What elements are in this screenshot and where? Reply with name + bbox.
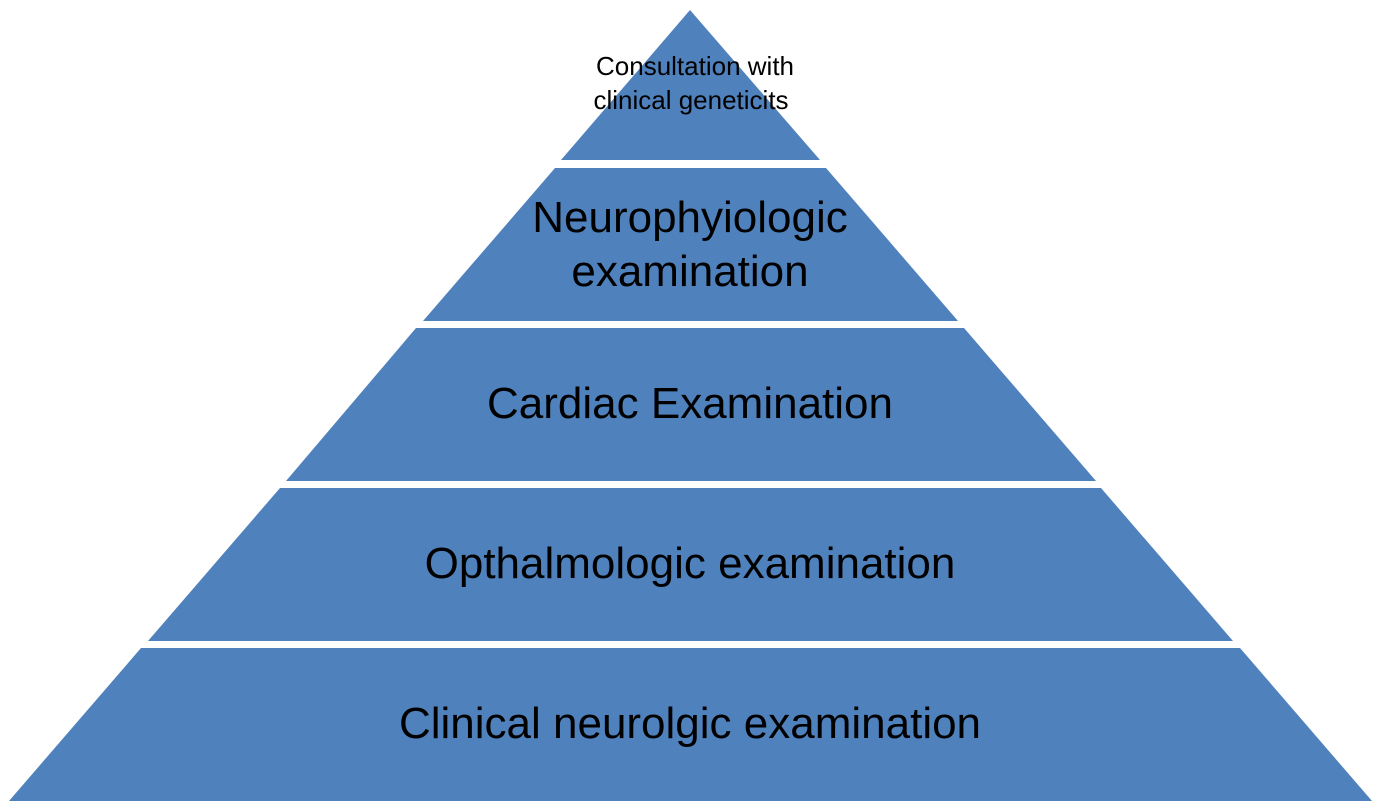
tier-2-shape [423,168,958,321]
tier-4-label-line-1: Opthalmologic examination [425,539,956,588]
tier-2-label-line-2: examination [571,247,808,296]
tier-4-shape [148,488,1233,641]
tier-2-label-line-1: Neurophyiologic [532,193,848,242]
tier-5: Clinical neurolgic examination [9,648,1372,801]
tier-3-label-line-1: Cardiac Examination [487,379,893,428]
tier-1-label-line-1: Consultation with [596,51,794,81]
tier-1-label-line-2: clinical geneticits [593,85,788,115]
tier-3-shape [286,328,1096,481]
tier-5-label-line-1: Clinical neurolgic examination [399,699,981,748]
tier-5-shape [9,648,1372,801]
tier-3: Cardiac Examination [286,328,1096,481]
tier-2: Neurophyiologic examination [423,168,958,321]
tier-1: Consultation with clinical geneticits [561,10,820,160]
tier-1-shape [561,10,820,160]
tier-4: Opthalmologic examination [148,488,1233,641]
